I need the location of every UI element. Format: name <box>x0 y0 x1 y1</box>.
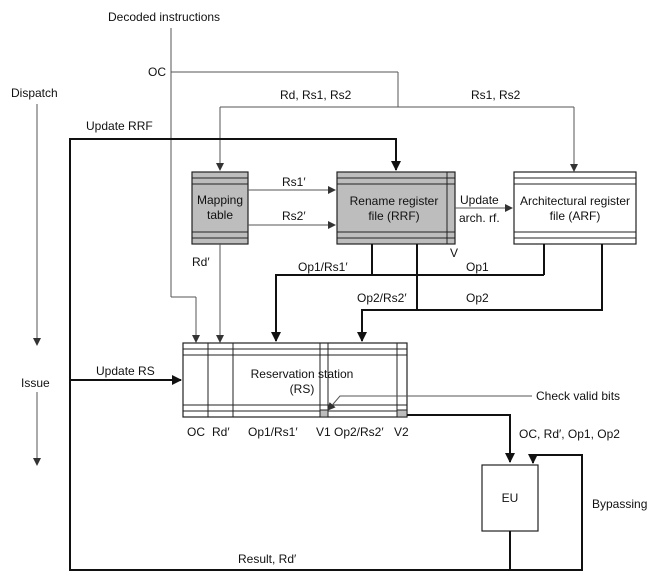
check-valid-pointer <box>327 395 532 411</box>
result-feedback-path <box>69 138 510 571</box>
update-rs-label: Update RS <box>96 364 155 378</box>
op2-arf-path <box>417 244 603 311</box>
rs-col-v1: V1 <box>316 425 331 439</box>
update-rrf-label: Update RRF <box>86 119 153 133</box>
mapping-table: Mapping table <box>191 171 249 245</box>
mapping-table-line1: Mapping <box>197 193 243 207</box>
rs-col-oc: OC <box>187 425 205 439</box>
execution-unit: EU <box>481 464 539 532</box>
rs-col-v2: V2 <box>394 425 409 439</box>
rrf-line1: Rename register <box>350 194 439 208</box>
update-arch-label-1: Update <box>460 193 499 207</box>
rs1-rs2-label: Rs1, Rs2 <box>471 88 521 102</box>
op2-rs2-prime-label: Op2/Rs2′ <box>357 291 407 305</box>
rs1-prime-label: Rs1′ <box>282 175 306 189</box>
op1-label: Op1 <box>466 260 489 274</box>
check-valid-bits-label: Check valid bits <box>536 389 620 403</box>
oc-rd-op1-op2-label: OC, Rd′, Op1, Op2 <box>519 427 620 441</box>
arf-line2: file (ARF) <box>550 209 601 223</box>
issue-label: Issue <box>21 376 50 390</box>
rs-col-rd: Rd′ <box>212 425 230 439</box>
rs-line1: Reservation station <box>251 367 354 381</box>
result-rd-label: Result, Rd′ <box>238 552 297 566</box>
rd-rs1-rs2-label: Rd, Rs1, Rs2 <box>280 88 352 102</box>
op2-rrf-path <box>357 244 418 342</box>
arf-line1: Architectural register <box>520 194 630 208</box>
mapping-table-line2: table <box>207 208 233 222</box>
op1-rrf-path <box>271 244 373 342</box>
eu-label: EU <box>502 491 519 505</box>
op1-rs1-prime-label: Op1/Rs1′ <box>298 260 348 274</box>
valid-flag-label: V <box>450 246 458 260</box>
rs2-prime-label: Rs2′ <box>282 209 306 223</box>
bypass-path <box>510 454 583 571</box>
rrf-line2: file (RRF) <box>368 209 419 223</box>
update-arch-label-2: arch. rf. <box>459 211 500 225</box>
rs-line2: (RS) <box>290 382 315 396</box>
rs-col-op2: Op2/Rs2′ <box>334 425 384 439</box>
architectural-register-file: Architectural register file (ARF) <box>513 171 637 245</box>
bypassing-label: Bypassing <box>592 497 647 511</box>
rename-register-file: Rename register file (RRF) <box>336 171 456 245</box>
decoded-instructions-label: Decoded instructions <box>108 10 220 24</box>
reservation-station: Reservation station (RS) <box>182 342 408 418</box>
rd-prime-label: Rd′ <box>192 255 210 269</box>
rs-col-op1: Op1/Rs1′ <box>248 425 298 439</box>
oc-top-label: OC <box>148 65 166 79</box>
dispatch-label: Dispatch <box>11 86 58 100</box>
rs-to-eu-path <box>407 414 515 463</box>
op2-label: Op2 <box>466 291 489 305</box>
